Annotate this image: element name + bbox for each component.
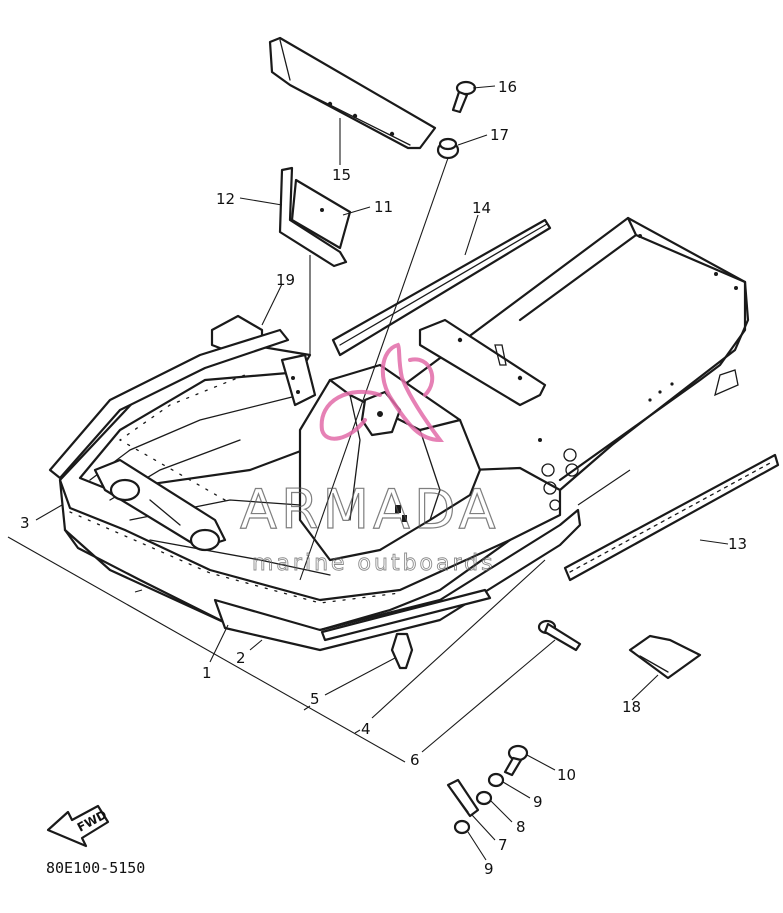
callout-11: 11 [374,198,393,216]
flap-part-15 [268,36,437,150]
grommet-part-17 [436,137,460,160]
plate-part-11 [290,178,352,250]
callout-7: 7 [498,836,508,854]
callout-9-lower: 9 [484,860,494,878]
armada-watermark: ARMADA marine outboards [239,342,500,576]
callout-15: 15 [332,166,351,184]
callout-9-upper: 9 [533,793,543,811]
watermark-tagline: marine outboards [252,551,496,576]
strip-part-14 [331,218,552,357]
armada-logo-icon [319,342,445,443]
callout-labels: 1 2 3 4 5 6 7 8 9 9 10 11 12 13 14 15 16… [20,78,747,878]
callout-19: 19 [276,271,295,289]
callout-16: 16 [498,78,517,96]
clip-part-5 [390,632,414,670]
fwd-arrow-icon: FWD [46,804,109,848]
callout-18: 18 [622,698,641,716]
callout-3: 3 [20,514,30,532]
bolt-part-16 [451,80,477,114]
callout-5: 5 [310,690,320,708]
callout-2: 2 [236,649,246,667]
bracket-part-19 [48,314,290,480]
callout-1: 1 [202,664,212,682]
callout-10: 10 [557,766,576,784]
callout-6: 6 [410,751,420,769]
callout-13: 13 [728,535,747,553]
hardware-parts-7-10 [446,744,529,835]
bolt-part-6 [537,619,582,652]
cover-part-18 [628,634,702,680]
strip-part-13 [563,453,780,582]
handle-part-12 [278,166,348,268]
callout-12: 12 [216,190,235,208]
callout-14: 14 [472,199,491,217]
leader-lines [7,85,729,861]
callout-4: 4 [361,720,371,738]
frame-assembly [58,216,750,652]
watermark-brand: ARMADA [240,478,500,541]
callout-8: 8 [516,818,526,836]
callout-17: 17 [490,126,509,144]
diagram-part-code: 80E100-5150 [46,859,145,877]
